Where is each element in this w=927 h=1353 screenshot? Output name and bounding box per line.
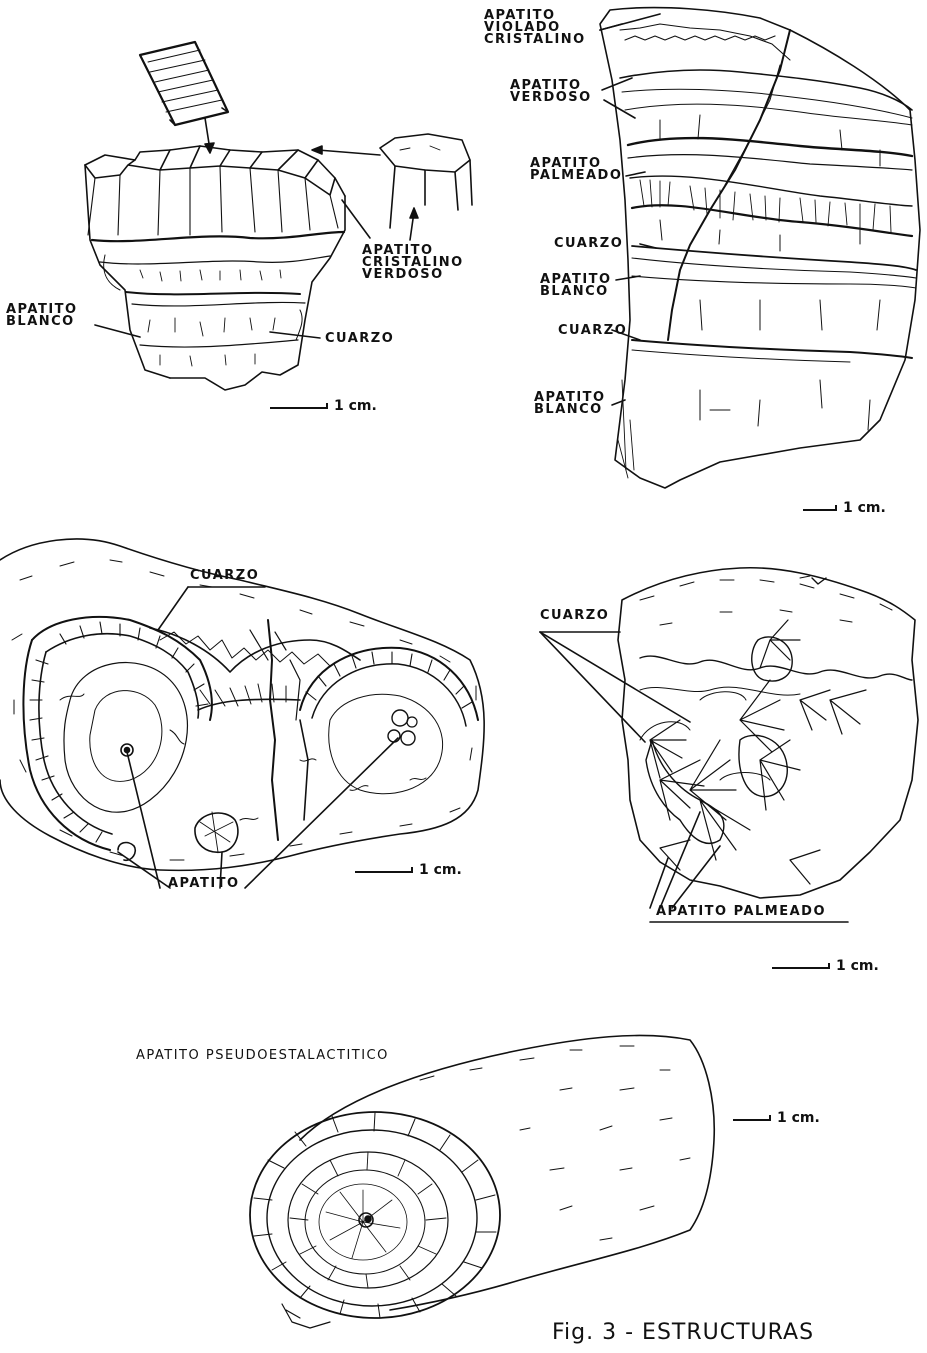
specimen-cylinder [250, 1035, 714, 1328]
scale-bar-line [270, 403, 328, 409]
label-p1-apatito-cristalino-verdoso: APATITO CRISTALINO VERDOSO [362, 245, 464, 281]
label-p1-cuarzo: CUARZO [325, 333, 394, 345]
label-p2-apatito-blanco-2: APATITO BLANCO [534, 392, 606, 416]
specimen-banded-column [600, 8, 920, 488]
scale-bar-label: 1 cm. [777, 1110, 820, 1126]
scale-bar-line [803, 505, 837, 511]
scale-bar-p5: 1 cm. [733, 1110, 820, 1126]
label-p3-apatito: APATITO [168, 878, 240, 890]
label-line: BLANCO [534, 404, 606, 416]
label-line: BLANCO [6, 316, 78, 328]
label-line: PALMEADO [530, 170, 622, 182]
scale-bar-label: 1 cm. [419, 862, 462, 878]
scale-bar-label: 1 cm. [843, 500, 886, 516]
scale-bar-line [772, 963, 830, 969]
label-p2-apatito-verdoso: APATITO VERDOSO [510, 80, 592, 104]
label-p4-cuarzo: CUARZO [540, 610, 609, 622]
scale-bar-line [355, 867, 413, 873]
specimen-nodule-section [0, 539, 484, 888]
figure-caption: Fig. 3 - ESTRUCTURAS [552, 1320, 814, 1345]
scale-bar-p3: 1 cm. [355, 862, 462, 878]
scale-bar-p2: 1 cm. [803, 500, 886, 516]
label-line: VERDOSO [510, 92, 592, 104]
scale-bar-p4: 1 cm. [772, 958, 879, 974]
label-p2-apatito-violado-cristalino: APATITO VIOLADO CRISTALINO [484, 10, 586, 46]
label-p4-apatito-palmeado: APATITO PALMEADO [656, 906, 826, 918]
label-p2-cuarzo-1: CUARZO [554, 238, 623, 250]
specimen-crystal-cluster [85, 42, 472, 390]
label-line: BLANCO [540, 286, 612, 298]
label-p3-cuarzo: CUARZO [190, 570, 259, 582]
scale-bar-line [733, 1115, 771, 1121]
label-line: VERDOSO [362, 269, 464, 281]
scale-bar-p1: 1 cm. [270, 398, 377, 414]
label-p2-cuarzo-2: CUARZO [558, 325, 627, 337]
scale-bar-label: 1 cm. [334, 398, 377, 414]
label-p1-apatito-blanco: APATITO BLANCO [6, 304, 78, 328]
label-line: CRISTALINO [484, 34, 586, 46]
label-p2-apatito-palmeado: APATITO PALMEADO [530, 158, 622, 182]
label-p2-apatito-blanco-1: APATITO BLANCO [540, 274, 612, 298]
label-p5-apatito-pseudoestalactitico: APATITO PSEUDOESTALACTITICO [136, 1050, 389, 1062]
scale-bar-label: 1 cm. [836, 958, 879, 974]
